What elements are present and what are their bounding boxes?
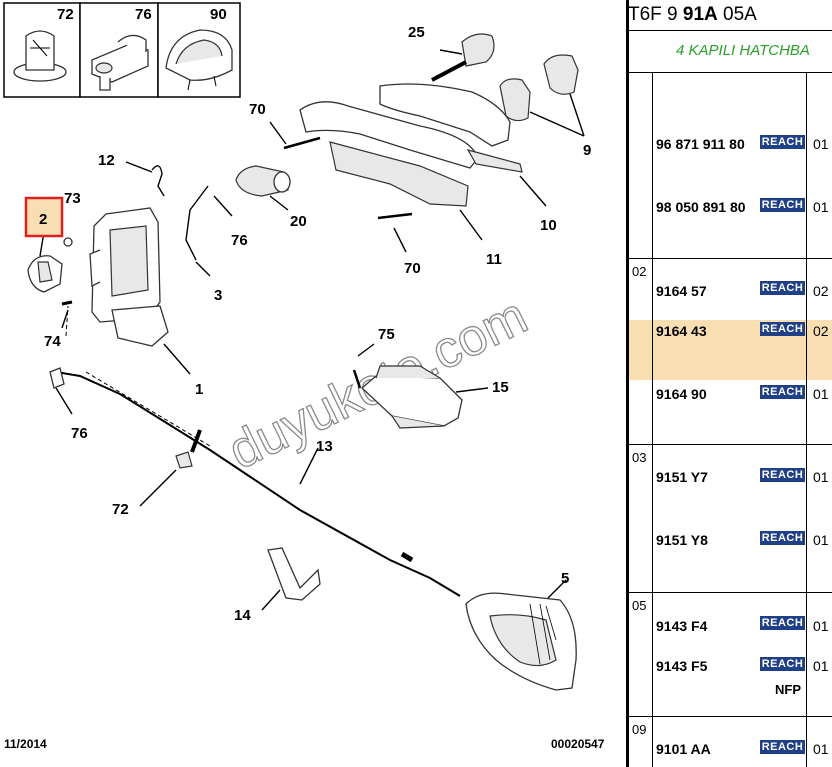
inset-cover-90-drawing <box>165 29 233 91</box>
header-prefix: T6F 9 <box>628 4 683 25</box>
part-number[interactable]: 9151 Y8 <box>656 532 708 548</box>
exterior-handle <box>299 83 547 241</box>
callout-25: 25 <box>408 24 425 41</box>
quantity: 01 <box>813 658 829 674</box>
callout-1: 1 <box>195 381 203 398</box>
reach-badge: REACH <box>760 135 805 149</box>
callout-14: 14 <box>234 607 251 624</box>
reach-badge: REACH <box>760 468 805 482</box>
inset-label-76: 76 <box>135 6 152 23</box>
panel-left-border <box>626 0 629 767</box>
rods <box>125 161 233 277</box>
quantity: 01 <box>813 386 829 402</box>
part-number[interactable]: 9143 F5 <box>656 658 708 674</box>
panel-subheader: 4 KAPILI HATCHBA <box>676 42 810 59</box>
part-number[interactable]: 9164 90 <box>656 386 707 402</box>
callout-11: 11 <box>486 251 502 268</box>
rule <box>628 716 832 717</box>
nfp-note: NFP <box>775 682 801 697</box>
group-number: 05 <box>632 598 647 613</box>
parts-list-panel: T6F 9 91A 05A 4 KAPILI HATCHBA 96 871 91… <box>620 0 832 767</box>
header-suffix: 05A <box>717 4 757 25</box>
quantity: 01 <box>813 199 829 215</box>
exploded-parts-diagram: 72 76 90 duyukoto.com <box>3 2 605 751</box>
highlighted-part-2-box[interactable] <box>24 196 64 238</box>
callout-10: 10 <box>540 217 557 234</box>
quantity: 01 <box>813 469 829 485</box>
handle-covers <box>499 54 585 137</box>
reach-badge: REACH <box>760 657 805 671</box>
reach-badge: REACH <box>760 322 805 336</box>
rule <box>628 444 832 445</box>
part-number[interactable]: 9101 AA <box>656 741 711 757</box>
reach-badge: REACH <box>760 281 805 295</box>
quantity: 01 <box>813 532 829 548</box>
bracket-part-2 <box>27 231 73 337</box>
callout-70-upper: 70 <box>249 101 266 118</box>
inset-clip-76-drawing <box>91 34 149 91</box>
callout-3: 3 <box>214 287 222 304</box>
lock-cylinder <box>235 165 291 211</box>
col-divider-2 <box>806 72 807 767</box>
group-number: 02 <box>632 264 647 279</box>
rule <box>628 72 832 73</box>
group-number: 03 <box>632 450 647 465</box>
quantity: 01 <box>813 618 829 634</box>
inset-panels: 72 76 90 <box>3 2 241 98</box>
inset-label-90: 90 <box>210 6 227 23</box>
col-divider-1 <box>652 72 653 767</box>
part-number[interactable]: 98 050 891 80 <box>656 199 746 215</box>
callout-75: 75 <box>378 326 395 343</box>
reach-badge: REACH <box>760 740 805 754</box>
interior-handle-5 <box>465 579 577 691</box>
diagram-date: 11/2014 <box>4 737 47 751</box>
reach-badge: REACH <box>760 385 805 399</box>
inset-clip-72-drawing <box>13 30 67 82</box>
callout-76-upper: 76 <box>231 232 248 249</box>
group-number: 09 <box>632 722 647 737</box>
callout-70-lower: 70 <box>404 260 421 277</box>
screws-70 <box>269 121 413 253</box>
actuator-15 <box>352 343 489 429</box>
callout-76-lower: 76 <box>71 425 88 442</box>
diagram-code: 00020547 <box>551 737 605 751</box>
part-number[interactable]: 9143 F4 <box>656 618 708 634</box>
part-number-highlighted[interactable]: 9164 43 <box>656 323 707 339</box>
callout-15: 15 <box>492 379 509 396</box>
key-part <box>431 33 495 82</box>
quantity: 02 <box>813 283 829 299</box>
reach-badge: REACH <box>760 616 805 630</box>
header-bold: 91A <box>682 4 718 25</box>
callout-72: 72 <box>112 501 129 518</box>
rule <box>628 30 832 31</box>
quantity: 01 <box>813 136 829 152</box>
part-number[interactable]: 9164 57 <box>656 283 707 299</box>
callout-73: 73 <box>64 190 81 207</box>
reach-badge: REACH <box>760 198 805 212</box>
callout-13: 13 <box>316 438 333 455</box>
inset-label-72: 72 <box>57 6 74 23</box>
cable-13 <box>55 371 461 597</box>
panel-header: T6F 9 91A 05A <box>628 4 757 26</box>
reach-badge: REACH <box>760 531 805 545</box>
callout-5: 5 <box>561 570 569 587</box>
lock-body <box>89 207 191 375</box>
bracket-14 <box>261 547 321 611</box>
part-number[interactable]: 9151 Y7 <box>656 469 708 485</box>
rule <box>628 258 832 259</box>
quantity: 02 <box>813 323 829 339</box>
quantity: 01 <box>813 741 829 757</box>
clip-72 <box>139 451 193 507</box>
callout-74: 74 <box>44 333 61 350</box>
callout-9: 9 <box>583 142 591 159</box>
callout-20: 20 <box>290 213 307 230</box>
clip-76-lower <box>49 367 73 415</box>
callout-12: 12 <box>98 152 115 169</box>
callout-2: 2 <box>39 211 47 228</box>
rule <box>628 592 832 593</box>
part-number[interactable]: 96 871 911 80 <box>656 136 745 152</box>
